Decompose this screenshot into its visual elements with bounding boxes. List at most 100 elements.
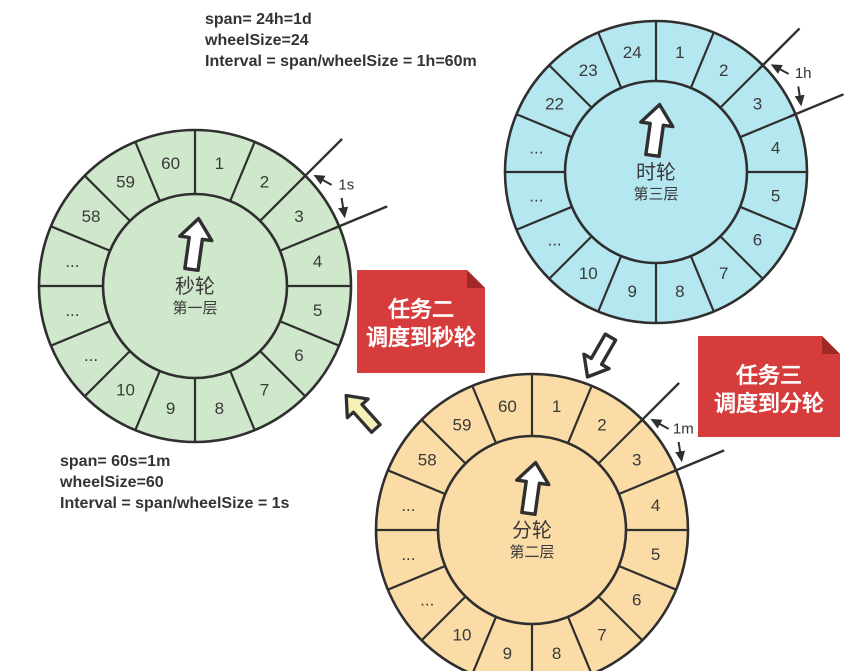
interval-tick-line [333, 205, 388, 230]
formula-line: wheelSize=60 [60, 474, 164, 491]
slot-label: 6 [294, 346, 303, 365]
wheel-name: 秒轮 [175, 275, 215, 298]
slot-divider [548, 235, 593, 280]
slot-divider [83, 350, 131, 398]
wheel-name: 分轮 [512, 519, 552, 542]
slot-divider [387, 564, 446, 591]
slot-label: 8 [675, 282, 684, 301]
slot-label: 6 [632, 591, 641, 610]
interval-arrow [770, 64, 790, 75]
current-slot-arrow-icon [515, 460, 551, 517]
slot-divider [229, 141, 256, 202]
formula-line: wheelSize=24 [205, 32, 309, 49]
interval-tick-line [300, 138, 343, 181]
slot-divider [83, 174, 131, 222]
slot-divider [420, 595, 467, 642]
slot-label: 1 [552, 397, 561, 416]
slot-divider [566, 616, 592, 671]
task2-banner: 任务二 调度到秒轮 [357, 270, 485, 373]
interval-arrow [675, 441, 686, 463]
slot-label: ... [529, 139, 543, 158]
interval-arrow [313, 174, 333, 186]
task3-banner: 任务三 调度到分轮 [698, 336, 840, 437]
slot-label: ... [401, 496, 415, 515]
slot-label: 23 [579, 61, 598, 80]
slot-label: 5 [651, 545, 660, 564]
slot-label: 9 [627, 282, 636, 301]
banner-shape [698, 336, 840, 437]
slot-label: 60 [161, 154, 180, 173]
slot-divider [566, 385, 593, 444]
slot-divider [597, 32, 623, 89]
slot-label: 10 [116, 380, 135, 399]
slot-label: 1 [215, 154, 224, 173]
interval-label: 1m [673, 420, 694, 437]
slot-label: ... [529, 186, 543, 205]
slot-label: ... [547, 230, 561, 249]
slot-label: ... [65, 301, 79, 320]
slot-divider [618, 564, 677, 591]
wheel-layer-label: 第一层 [172, 299, 217, 317]
slot-label: 9 [166, 399, 175, 418]
slot-divider [134, 141, 161, 202]
formula-line: span= 60s=1m [60, 453, 171, 470]
slot-label: 8 [552, 644, 561, 663]
slot-label: 3 [753, 95, 762, 114]
task3-banner-subtitle: 调度到分轮 [714, 391, 824, 416]
slot-label: ... [401, 545, 415, 564]
current-slot-arrow-icon [639, 102, 675, 159]
slot-divider [597, 418, 644, 465]
interval-arrow [794, 86, 805, 107]
slot-label: 10 [579, 264, 598, 283]
wheel-layer-label: 第三层 [633, 185, 678, 203]
slot-divider [134, 370, 161, 431]
wheel-layer-label: 第二层 [509, 543, 554, 561]
slot-divider [597, 255, 623, 312]
current-slot-arrow-icon [178, 216, 214, 273]
slot-label: 59 [116, 173, 135, 192]
interval-arrow [650, 418, 670, 430]
slot-divider [259, 174, 307, 222]
banner-fold-corner-icon [822, 336, 840, 354]
second-wheel-formula: span= 60s=1m wheelSize=60 Interval = spa… [60, 451, 289, 514]
interval-tick-line [670, 449, 725, 474]
slot-label: 58 [82, 207, 101, 226]
slot-divider [618, 469, 677, 496]
slot-divider [516, 113, 573, 139]
formula-line: span= 24h=1d [205, 11, 312, 28]
task3-banner-title: 任务三 [735, 363, 802, 388]
slot-label: ... [65, 252, 79, 271]
slot-label: 6 [753, 230, 762, 249]
slot-divider [548, 64, 593, 109]
slot-label: 3 [294, 207, 303, 226]
slot-divider [719, 235, 764, 280]
banner-shape [357, 270, 485, 373]
wheel-name: 时轮 [636, 161, 676, 184]
formula-line: Interval = span/wheelSize = 1s [60, 495, 290, 512]
slot-label: 2 [260, 173, 269, 192]
slot-label: 10 [453, 625, 472, 644]
slot-divider [739, 205, 796, 231]
slot-label: ... [84, 346, 98, 365]
slot-label: 4 [651, 496, 660, 515]
slot-label: 24 [623, 43, 642, 62]
slot-divider [279, 225, 340, 252]
wheel-hub [563, 79, 749, 265]
slot-divider [387, 469, 446, 496]
interval-arrow [338, 197, 349, 219]
banner-fold-corner-icon [467, 270, 485, 288]
slot-label: 3 [632, 450, 641, 469]
slot-divider [472, 616, 498, 671]
slot-label: 60 [498, 397, 517, 416]
slot-label: 4 [771, 139, 780, 158]
slot-divider [279, 320, 340, 347]
slot-label: 5 [771, 186, 780, 205]
slot-divider [516, 205, 573, 231]
slot-divider [719, 64, 764, 109]
wheel-hub [436, 434, 628, 626]
slot-label: 2 [719, 61, 728, 80]
